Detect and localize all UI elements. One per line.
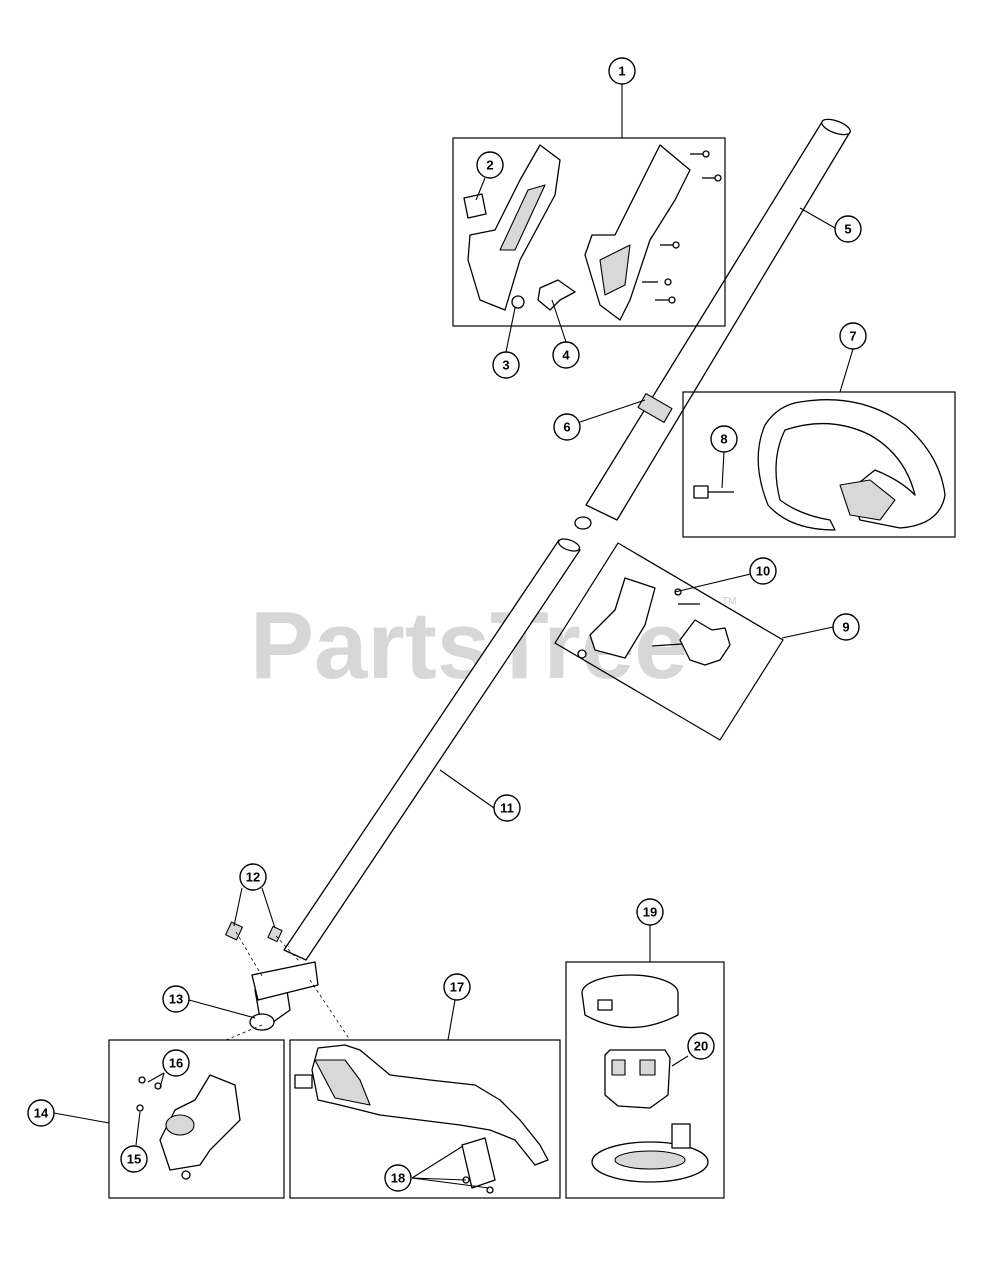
callout-4: 4 (552, 341, 580, 369)
coupler (577, 577, 656, 659)
guard (294, 1044, 549, 1166)
handle-trigger (537, 279, 576, 311)
callout-7: 7 (839, 322, 867, 350)
svg-text:18: 18 (391, 1171, 405, 1186)
callout-11: 11 (493, 794, 521, 822)
trimmer-head-base (591, 1123, 709, 1183)
handle-spring (511, 295, 525, 309)
trimmer-head-inner (604, 1049, 671, 1109)
callout-3: 3 (492, 351, 520, 379)
callout-6: 6 (553, 413, 581, 441)
svg-text:14: 14 (34, 1106, 49, 1121)
callout-15: 15 (120, 1145, 148, 1173)
svg-text:19: 19 (643, 905, 657, 920)
gearbox-box (108, 1039, 285, 1199)
svg-text:10: 10 (756, 564, 770, 579)
svg-text:2: 2 (486, 158, 493, 173)
svg-text:6: 6 (563, 420, 570, 435)
callout-12: 12 (239, 863, 267, 891)
callout-19: 19 (636, 898, 664, 926)
coupler-box (554, 542, 784, 741)
svg-text:9: 9 (842, 620, 849, 635)
handle-assembly-box (452, 137, 726, 327)
callout-1: 1 (608, 57, 636, 85)
callout-14: 14 (27, 1099, 55, 1127)
svg-text:13: 13 (169, 992, 183, 1007)
svg-text:8: 8 (720, 432, 727, 447)
callout-2: 2 (476, 151, 504, 179)
handle-right-half (584, 144, 691, 321)
handle-left-half (467, 144, 561, 311)
trimmer-head-spool (581, 974, 679, 1029)
assist-handle-box (682, 391, 956, 538)
svg-text:7: 7 (849, 329, 856, 344)
svg-text:5: 5 (844, 222, 851, 237)
shaft-clamp (225, 921, 351, 1041)
callout-18: 18 (384, 1164, 412, 1192)
svg-text:3: 3 (502, 358, 509, 373)
callout-8: 8 (710, 425, 738, 453)
callout-9: 9 (832, 613, 860, 641)
handle-screws (642, 150, 722, 304)
svg-text:11: 11 (500, 801, 514, 816)
callout-13: 13 (162, 985, 190, 1013)
assist-handle (757, 399, 946, 531)
handle-switch (463, 193, 487, 219)
watermark-trademark: TM (722, 596, 736, 607)
gearbox (159, 1074, 241, 1180)
trimmer-head-box (565, 961, 725, 1199)
svg-text:17: 17 (450, 980, 464, 995)
guard-box (289, 1039, 561, 1199)
upper-shaft (574, 118, 851, 530)
svg-text:15: 15 (127, 1152, 141, 1167)
svg-text:20: 20 (694, 1039, 708, 1054)
svg-text:4: 4 (562, 348, 570, 363)
callout-5: 5 (834, 215, 862, 243)
leader-lines (53, 84, 854, 1189)
svg-text:1: 1 (618, 64, 625, 79)
callout-16: 16 (162, 1049, 190, 1077)
gearbox-screws (136, 1024, 263, 1112)
guard-bracket (461, 1137, 496, 1194)
assist-handle-bolt (693, 485, 734, 499)
coupler-knob (651, 619, 731, 666)
callout-17: 17 (443, 973, 471, 1001)
svg-text:16: 16 (169, 1056, 183, 1071)
svg-text:12: 12 (246, 870, 260, 885)
callout-10: 10 (749, 557, 777, 585)
callout-20: 20 (687, 1032, 715, 1060)
